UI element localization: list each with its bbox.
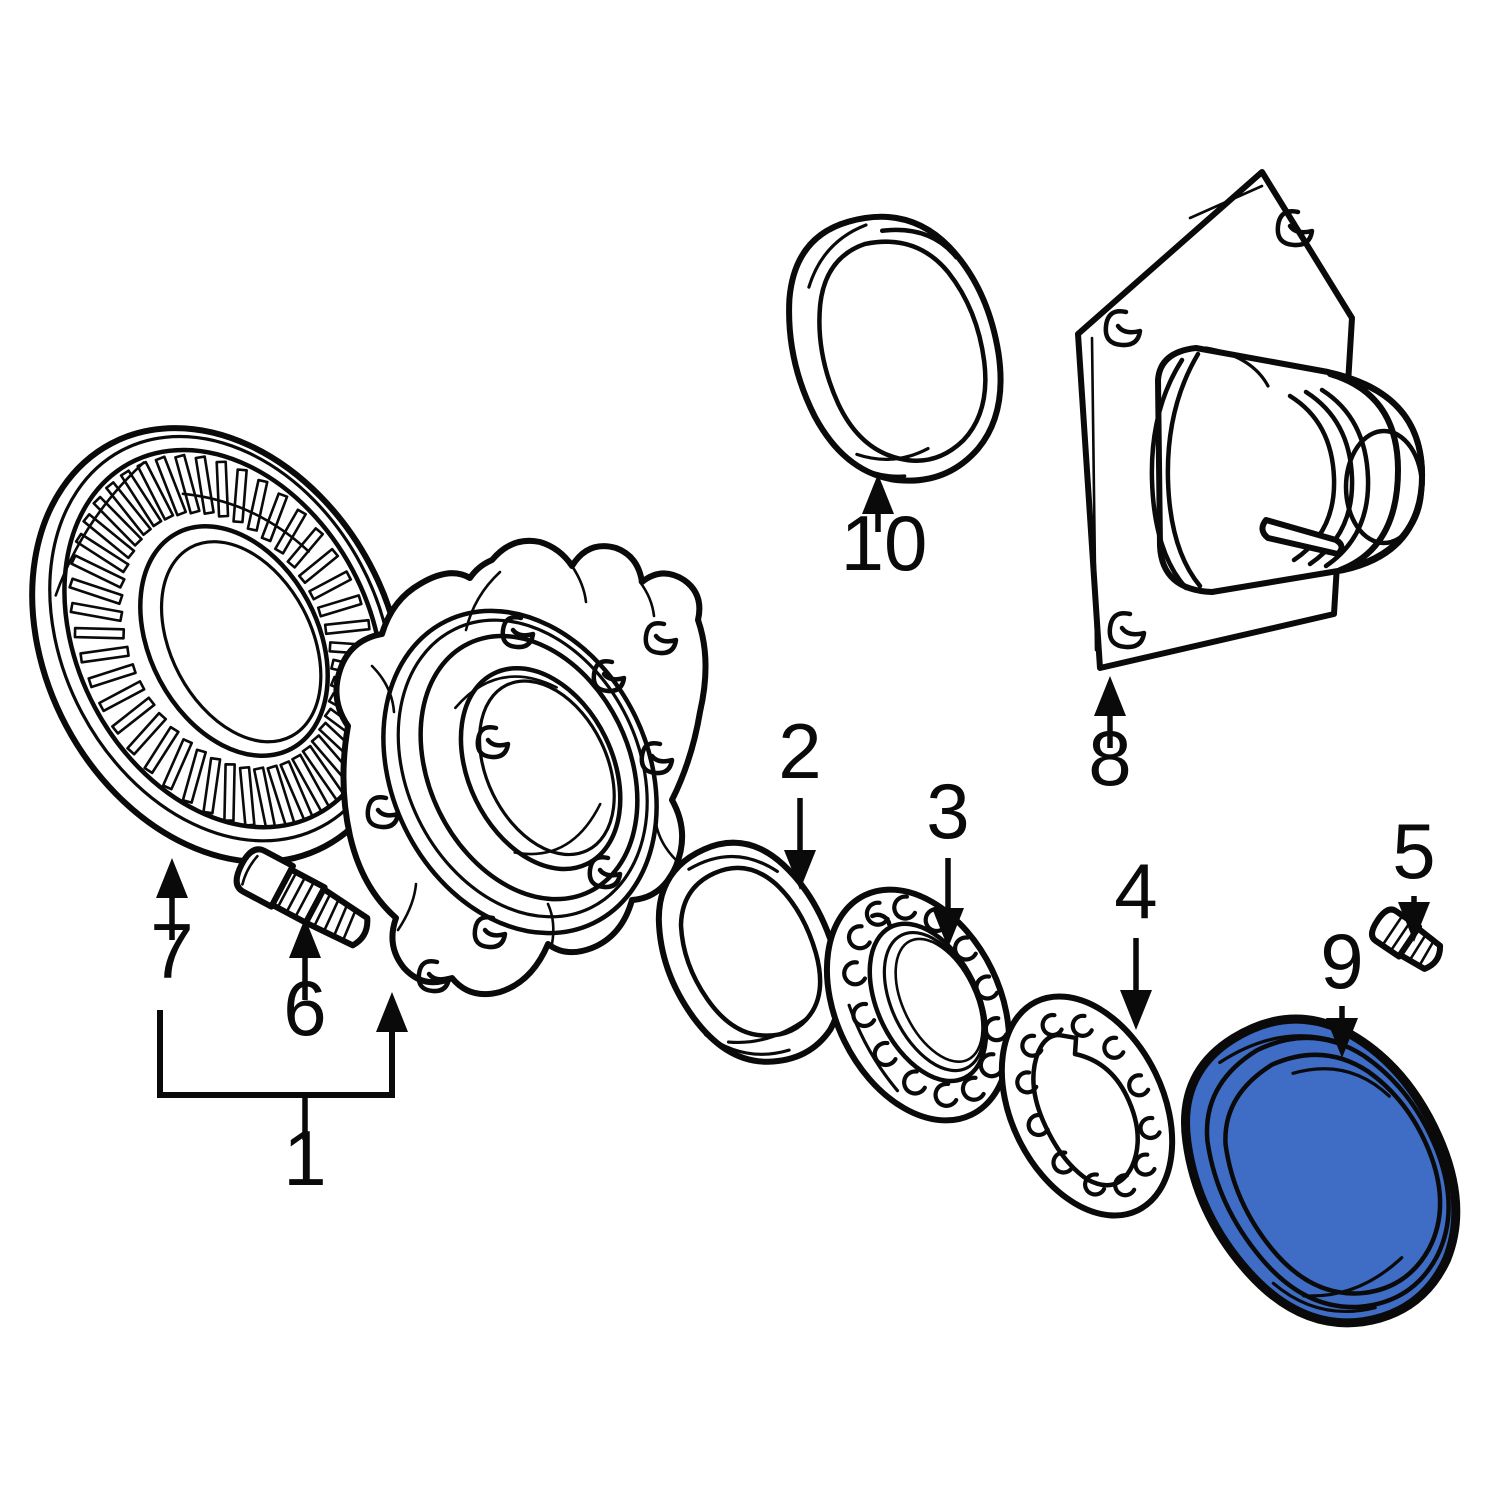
part-washer-seal[interactable] [629,817,869,1090]
flange-bolt-holes [1103,209,1315,650]
nut-castellations [863,912,892,941]
callout-label-5: 5 [1392,807,1435,895]
part-spindle-flange[interactable] [1075,169,1426,671]
callout-label-7: 7 [150,907,193,995]
part-abs-tone-ring[interactable] [0,363,477,927]
part-wheel-stud[interactable] [231,844,377,951]
callout-labels: 1 2 3 4 5 6 7 8 9 10 [150,499,1435,1202]
callout-label-4: 4 [1114,847,1157,935]
hub-stud-holes [365,615,679,994]
callout-label-2: 2 [778,707,821,795]
part-lock-washer[interactable] [968,968,1206,1243]
part-wheel-hub-flange[interactable] [331,537,709,998]
callout-label-6: 6 [283,964,326,1052]
callout-leaders [156,474,1430,1140]
callout-label-9: 9 [1320,917,1363,1005]
part-bearing-seal-ring[interactable] [761,191,1028,505]
callout-label-3: 3 [926,767,969,855]
part-castellated-nut[interactable] [791,859,1045,1150]
callout-label-8: 8 [1088,714,1131,802]
callout-label-10: 10 [841,499,928,587]
part-dust-cap[interactable] [1138,974,1500,1370]
callout-label-1: 1 [283,1114,326,1202]
